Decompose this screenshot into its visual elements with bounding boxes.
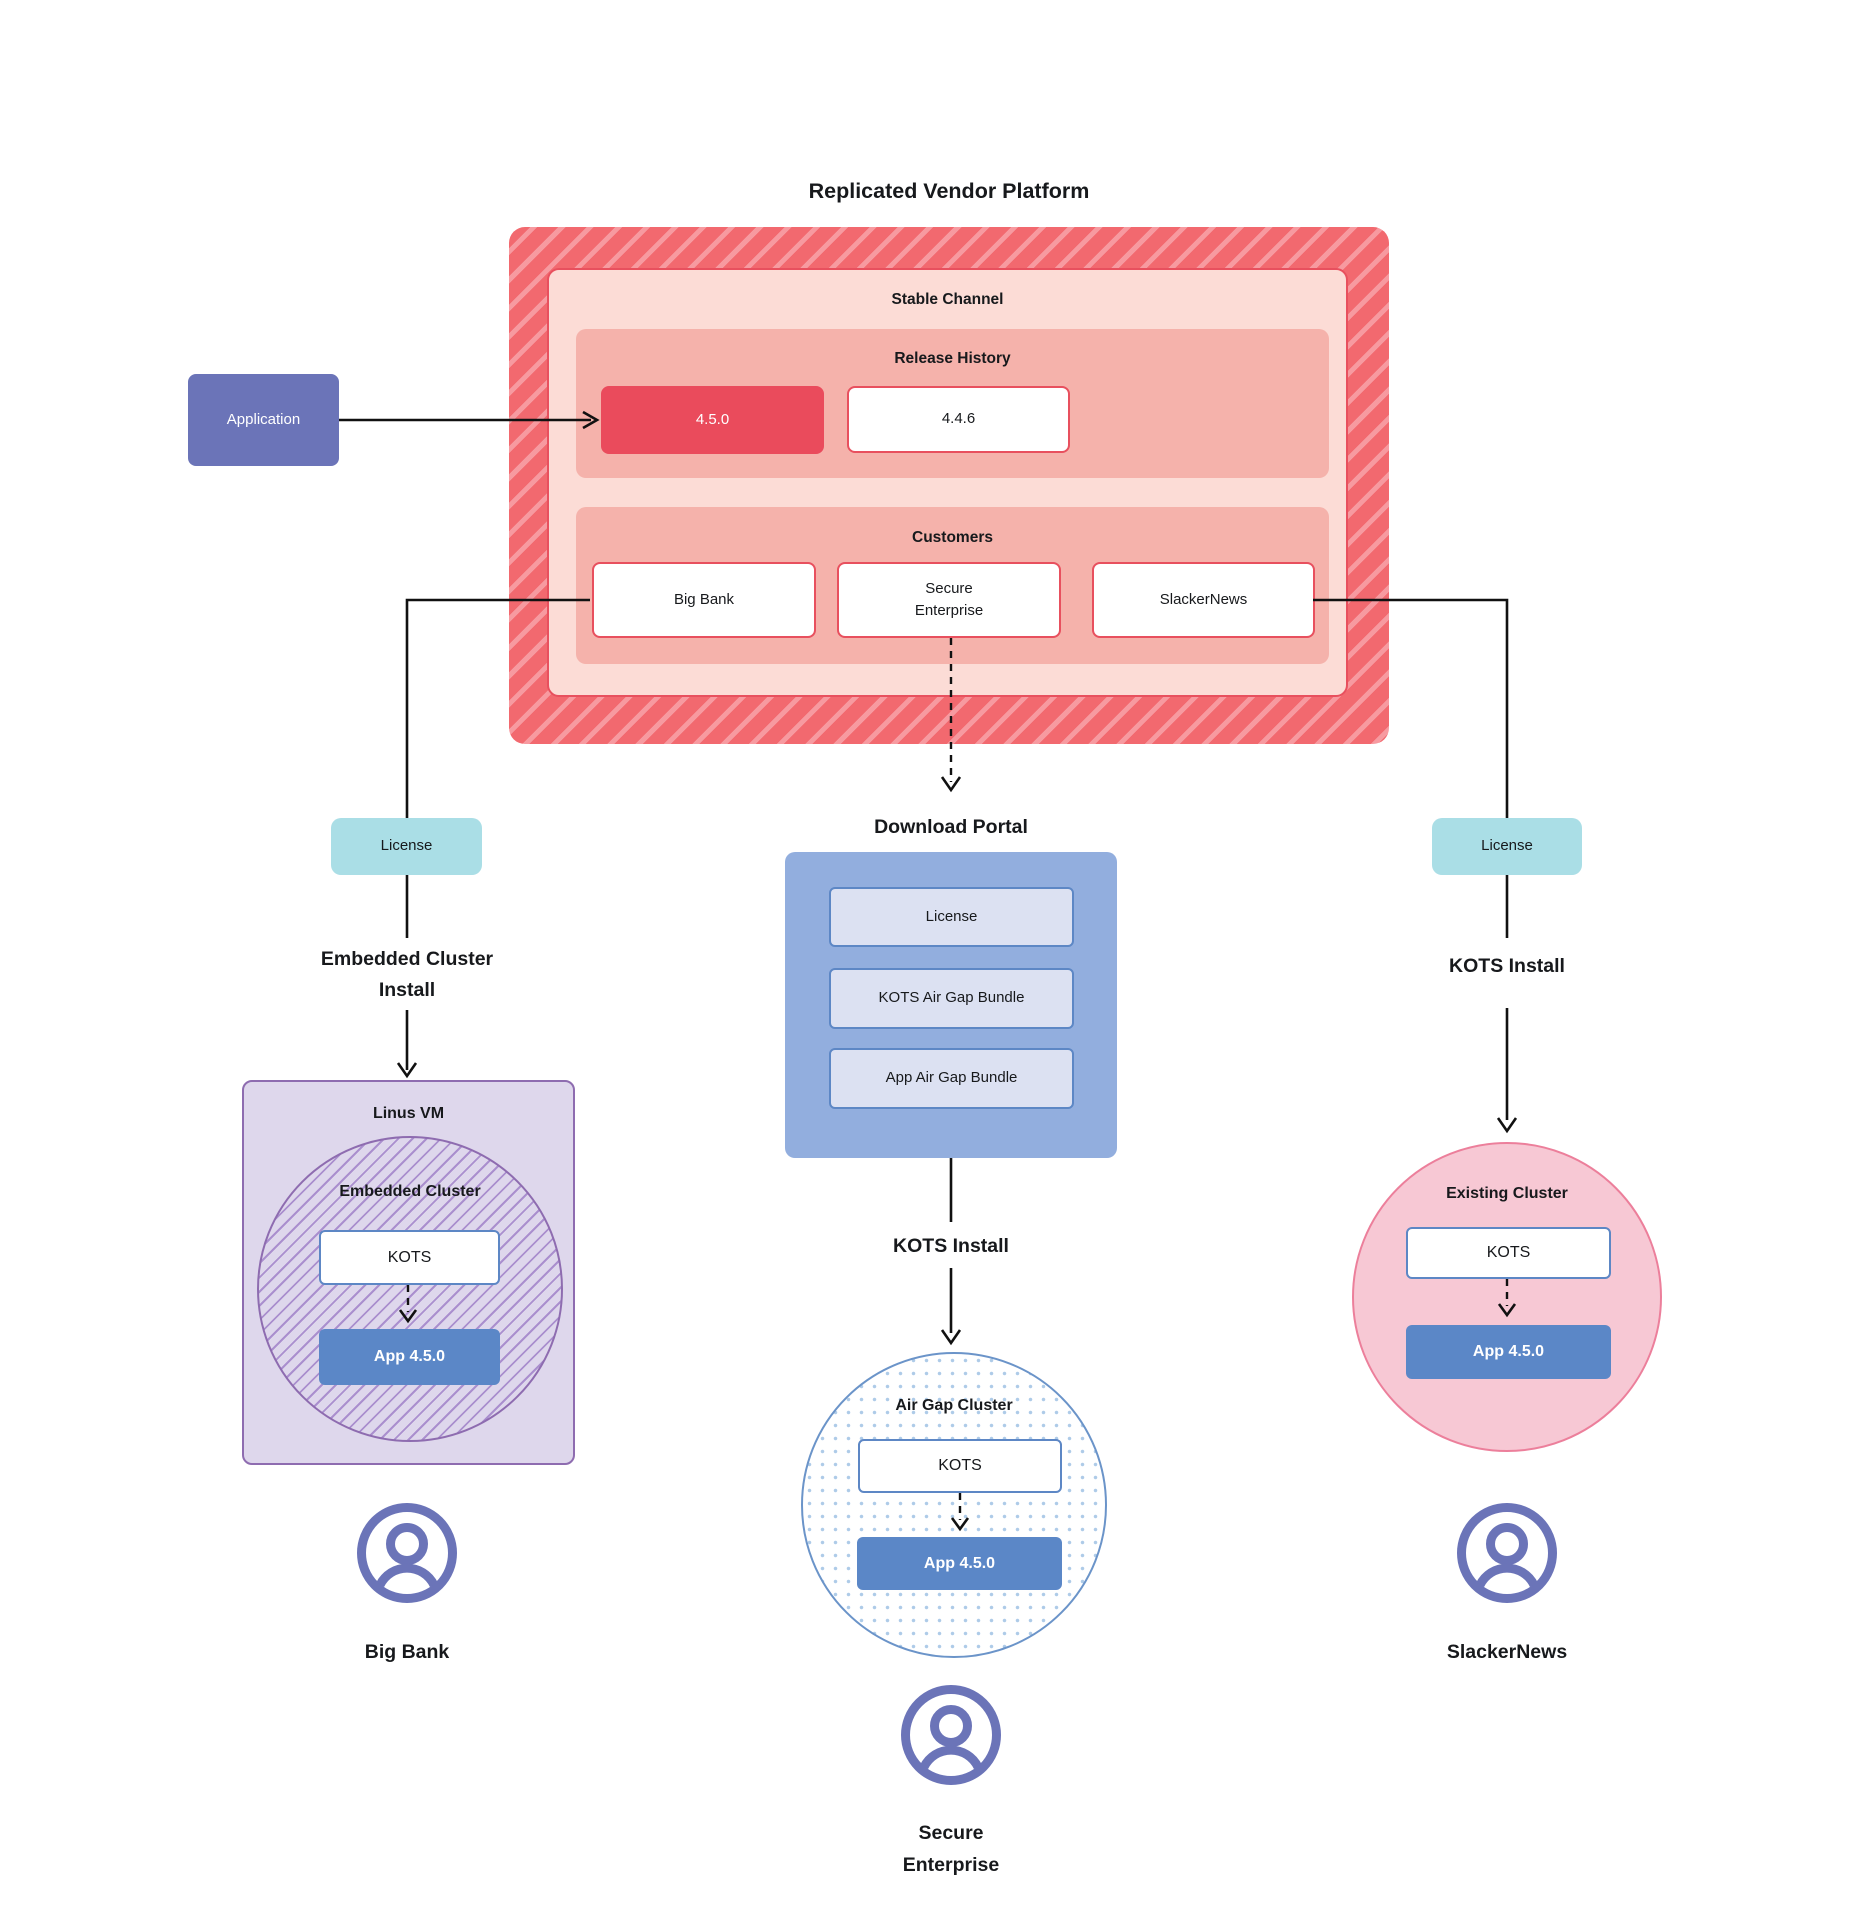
vendor-platform-box: Stable Channel Release History 4.5.0 4.4… — [509, 227, 1389, 744]
middle-app-box: App 4.5.0 — [857, 1537, 1062, 1590]
application-box: Application — [188, 374, 339, 466]
middle-install-label: KOTS Install — [893, 1235, 1009, 1257]
secure-enterprise-user-label: Secure Enterprise — [902, 1822, 1000, 1876]
right-app-box: App 4.5.0 — [1406, 1325, 1611, 1379]
left-kots-box: KOTS — [319, 1230, 500, 1285]
air-gap-cluster-label: Air Gap Cluster — [895, 1397, 1013, 1414]
left-app-box: App 4.5.0 — [319, 1329, 500, 1385]
release-history-label: Release History — [894, 350, 1011, 367]
release-version-previous: 4.4.6 — [847, 386, 1070, 453]
release-version-current: 4.5.0 — [601, 386, 824, 454]
portal-app-bundle-item: App Air Gap Bundle — [829, 1048, 1074, 1109]
slackernews-user-label: SlackerNews — [1446, 1641, 1568, 1663]
air-gap-cluster-circle: Air Gap Cluster KOTS App 4.5.0 — [801, 1352, 1107, 1658]
arrowhead-vm — [396, 1062, 418, 1079]
arrowhead-airgap — [940, 1329, 962, 1346]
right-license-box: License — [1432, 818, 1582, 875]
left-install-label: Embedded Cluster Install — [320, 948, 494, 1001]
stable-channel-box: Stable Channel Release History 4.5.0 4.4… — [547, 268, 1348, 697]
customer-big-bank: Big Bank — [592, 562, 816, 638]
release-history-box: Release History 4.5.0 4.4.6 — [576, 329, 1329, 478]
stable-channel-label: Stable Channel — [891, 291, 1004, 308]
portal-license-item: License — [829, 887, 1074, 947]
left-license-box: License — [331, 818, 482, 875]
slackernews-user-icon — [1457, 1503, 1557, 1603]
right-install-label: KOTS Install — [1449, 955, 1565, 977]
customers-box: Customers Big Bank Secure Enterprise Sla… — [576, 507, 1329, 664]
customer-slackernews: SlackerNews — [1092, 562, 1315, 638]
middle-kots-box: KOTS — [858, 1439, 1062, 1493]
existing-cluster-circle: Existing Cluster KOTS App 4.5.0 — [1352, 1142, 1662, 1452]
big-bank-user-label: Big Bank — [364, 1641, 450, 1663]
right-kots-box: KOTS — [1406, 1227, 1611, 1279]
embedded-cluster-circle: Embedded Cluster KOTS App 4.5.0 — [257, 1136, 563, 1442]
download-portal-box: License KOTS Air Gap Bundle App Air Gap … — [785, 852, 1117, 1158]
portal-kots-bundle-item: KOTS Air Gap Bundle — [829, 968, 1074, 1029]
secure-enterprise-user-icon — [901, 1685, 1001, 1785]
big-bank-user-icon — [357, 1503, 457, 1603]
customers-label: Customers — [912, 529, 993, 546]
linus-vm-box: Linus VM Embedded Cluster KOTS App 4.5.0 — [242, 1080, 575, 1465]
arrowhead-portal — [940, 776, 962, 793]
existing-cluster-label: Existing Cluster — [1446, 1185, 1568, 1202]
linus-vm-label: Linus VM — [372, 1105, 445, 1122]
download-portal-label: Download Portal — [874, 816, 1028, 838]
customer-secure-enterprise: Secure Enterprise — [837, 562, 1061, 638]
arrowhead-existing — [1496, 1117, 1518, 1134]
embedded-cluster-label: Embedded Cluster — [339, 1183, 481, 1200]
diagram-title: Replicated Vendor Platform — [808, 179, 1090, 203]
